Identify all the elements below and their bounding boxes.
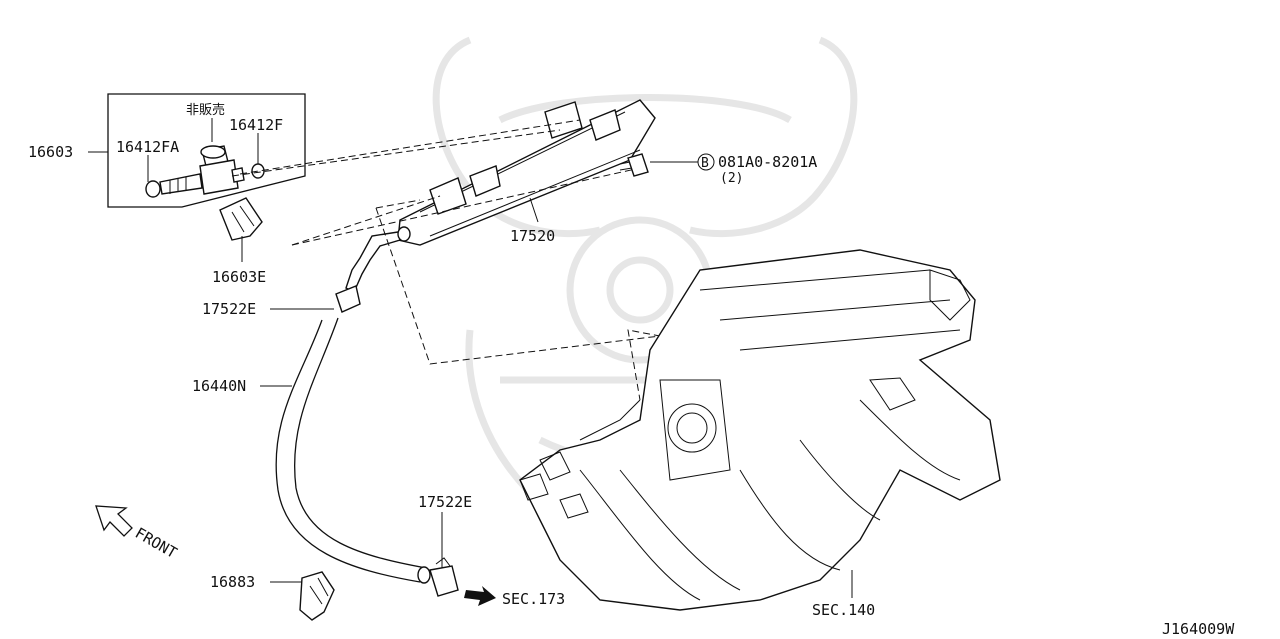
label-16412FA: 16412FA [116, 138, 179, 156]
sec173-arrow [464, 586, 496, 606]
label-17520: 17520 [510, 227, 555, 245]
drawing-code: J164009W [1162, 620, 1235, 638]
feed-tube [335, 226, 411, 313]
label-bolt-qty: (2) [720, 171, 743, 186]
hose-clamp-lower [429, 557, 459, 597]
label-sec140: SEC.140 [812, 601, 875, 619]
bolt-marker-letter: B [701, 156, 709, 171]
fuel-injector [145, 145, 265, 198]
label-bolt-code: 081A0-8201A [718, 153, 817, 171]
label-16440N: 16440N [192, 377, 246, 395]
intake-manifold [519, 249, 1001, 611]
label-16883: 16883 [210, 573, 255, 591]
bolt [619, 153, 649, 177]
label-front: FRONT [132, 524, 180, 562]
label-not-for-sale: 非販売 [186, 102, 225, 118]
fuel-hose [275, 317, 431, 584]
label-17522E-lower: 17522E [418, 493, 472, 511]
label-16412F: 16412F [229, 116, 283, 134]
injector-clip [219, 197, 263, 241]
bolt-marker-circle [697, 153, 715, 171]
label-sec173: SEC.173 [502, 590, 565, 608]
injector-box [107, 93, 306, 208]
front-arrow [95, 505, 133, 537]
label-16603: 16603 [28, 143, 73, 161]
label-leaders [88, 118, 853, 598]
label-17522E-upper: 17522E [202, 300, 256, 318]
hose-clip [299, 571, 335, 621]
label-16603E: 16603E [212, 268, 266, 286]
